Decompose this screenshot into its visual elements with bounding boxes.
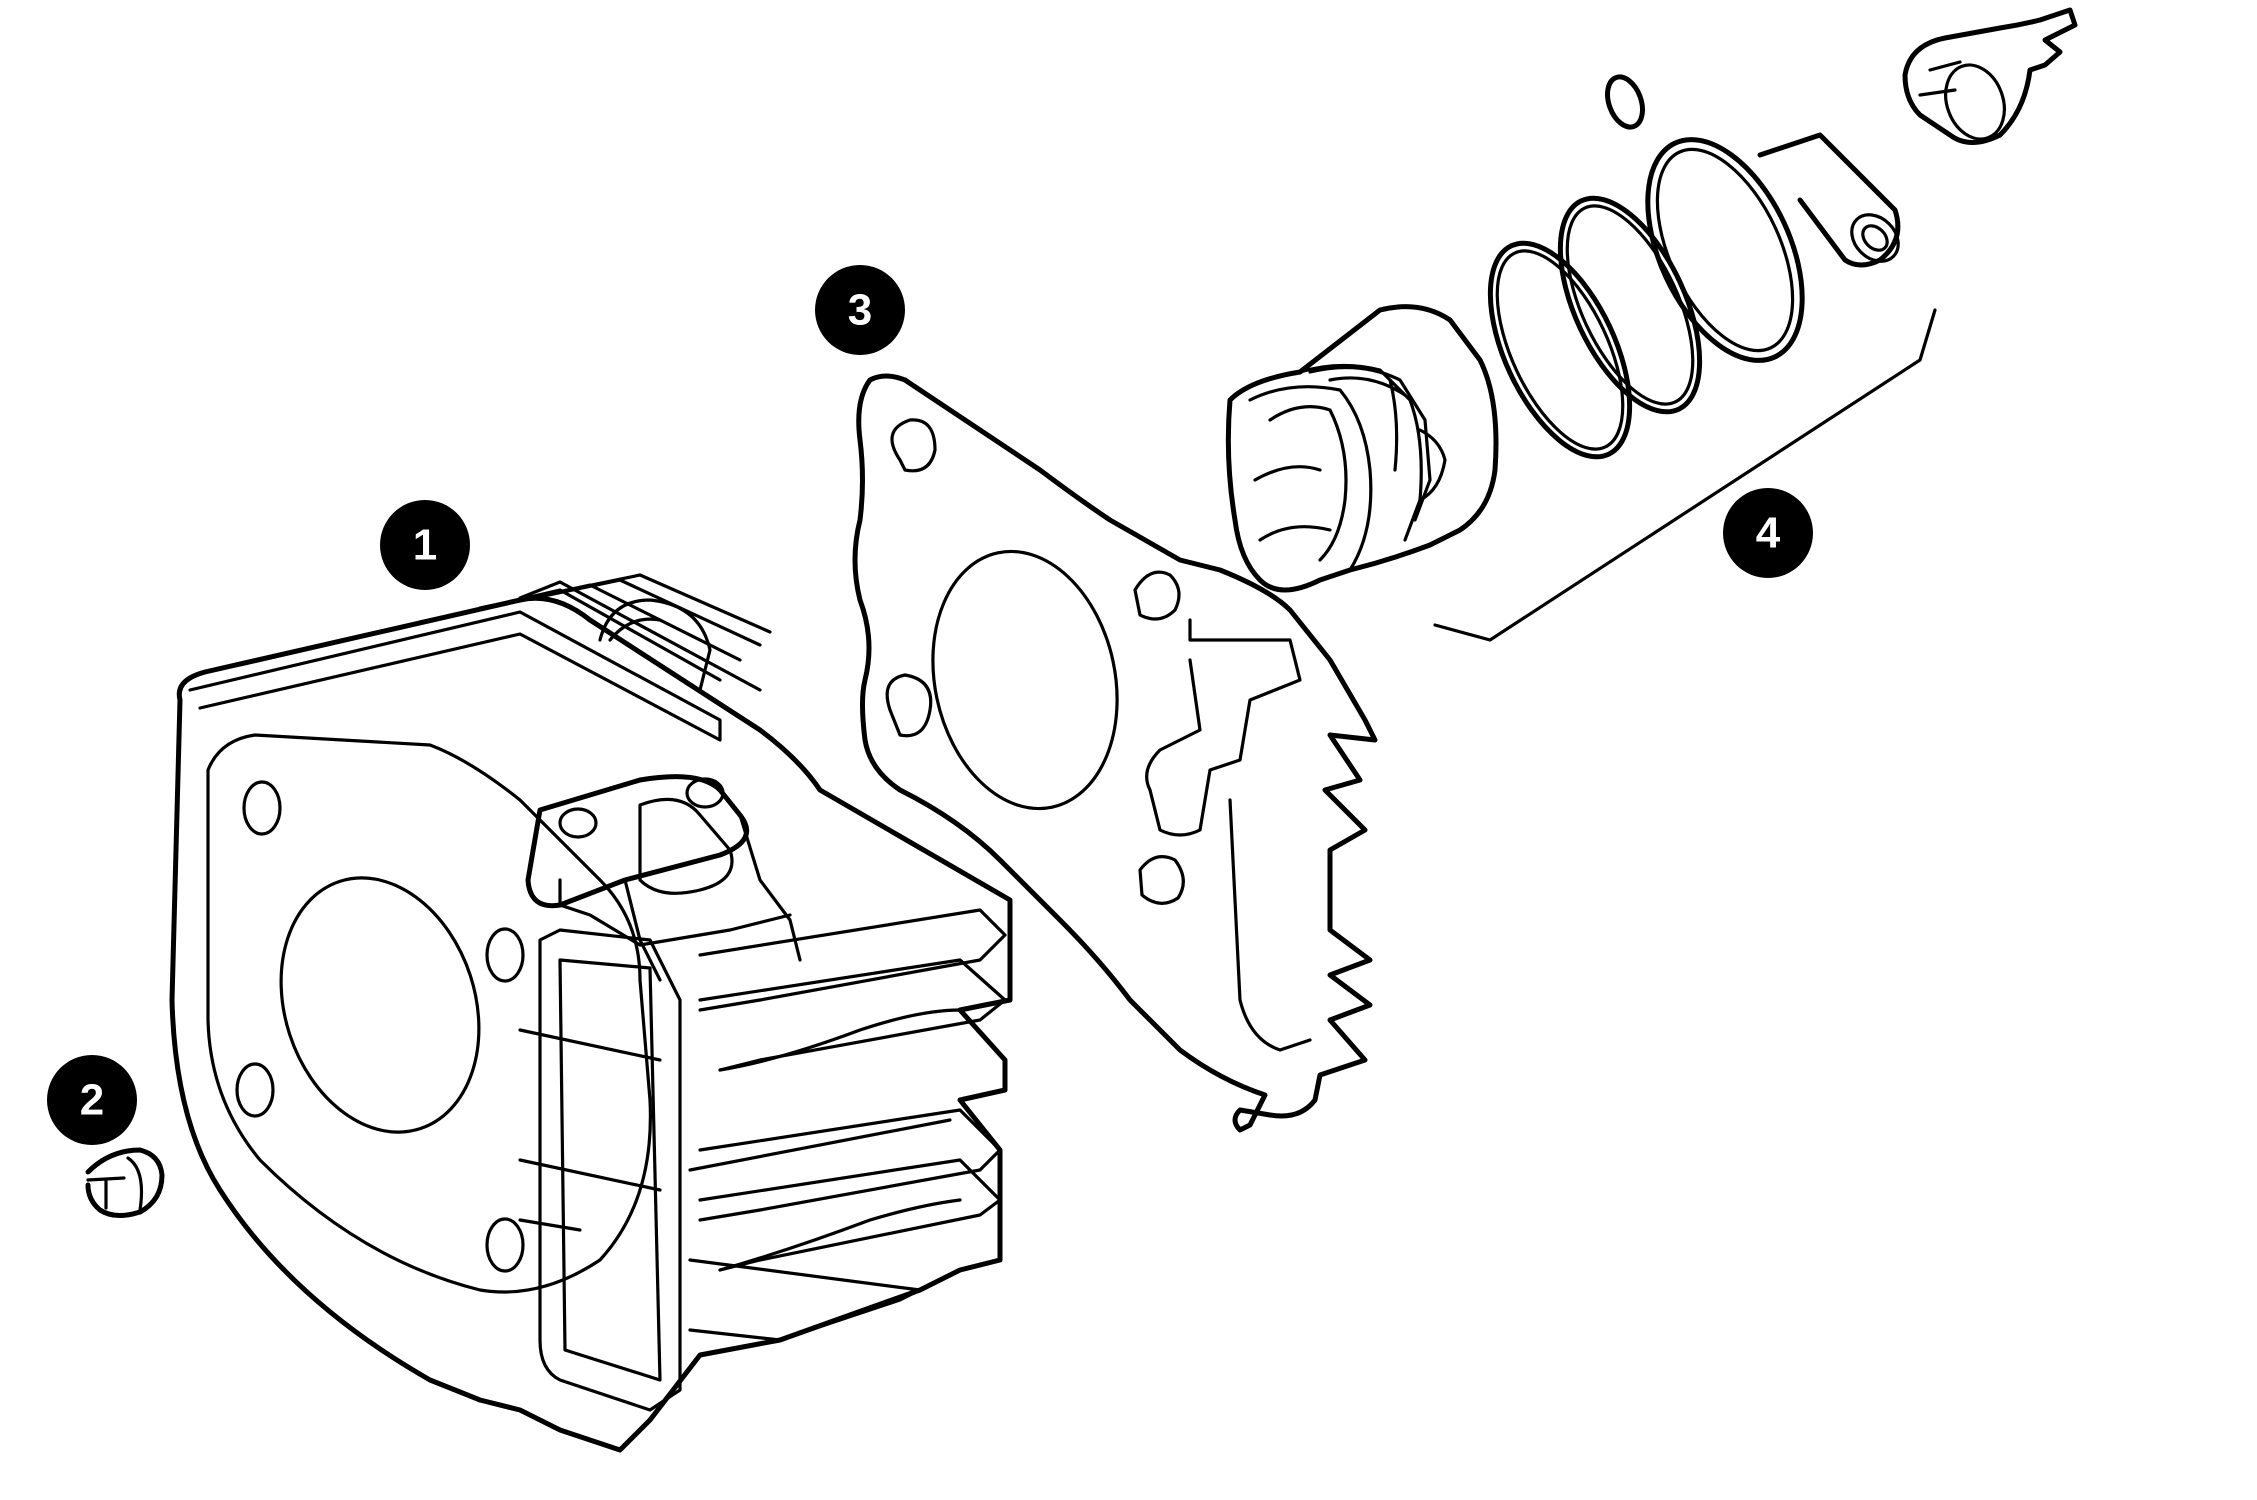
callout-2: 2 bbox=[47, 1055, 137, 1145]
callout-4-badge bbox=[1723, 488, 1813, 578]
callout-2-badge bbox=[47, 1055, 137, 1145]
callout-4-label: 4 bbox=[1756, 509, 1781, 558]
callout-3-badge bbox=[815, 265, 905, 355]
piston-assembly bbox=[1225, 7, 2078, 642]
callout-3-label: 3 bbox=[848, 286, 872, 335]
callout-1-badge bbox=[380, 500, 470, 590]
callout-1: 1 bbox=[380, 500, 470, 590]
callout-1-label: 1 bbox=[413, 521, 437, 570]
callout-4: 4 bbox=[1723, 488, 1813, 578]
callout-3: 3 bbox=[815, 265, 905, 355]
base-gasket bbox=[852, 373, 1378, 1133]
callout-2-label: 2 bbox=[80, 1076, 104, 1125]
dowel-pin bbox=[85, 1147, 165, 1218]
cylinder-block bbox=[169, 573, 1013, 1453]
